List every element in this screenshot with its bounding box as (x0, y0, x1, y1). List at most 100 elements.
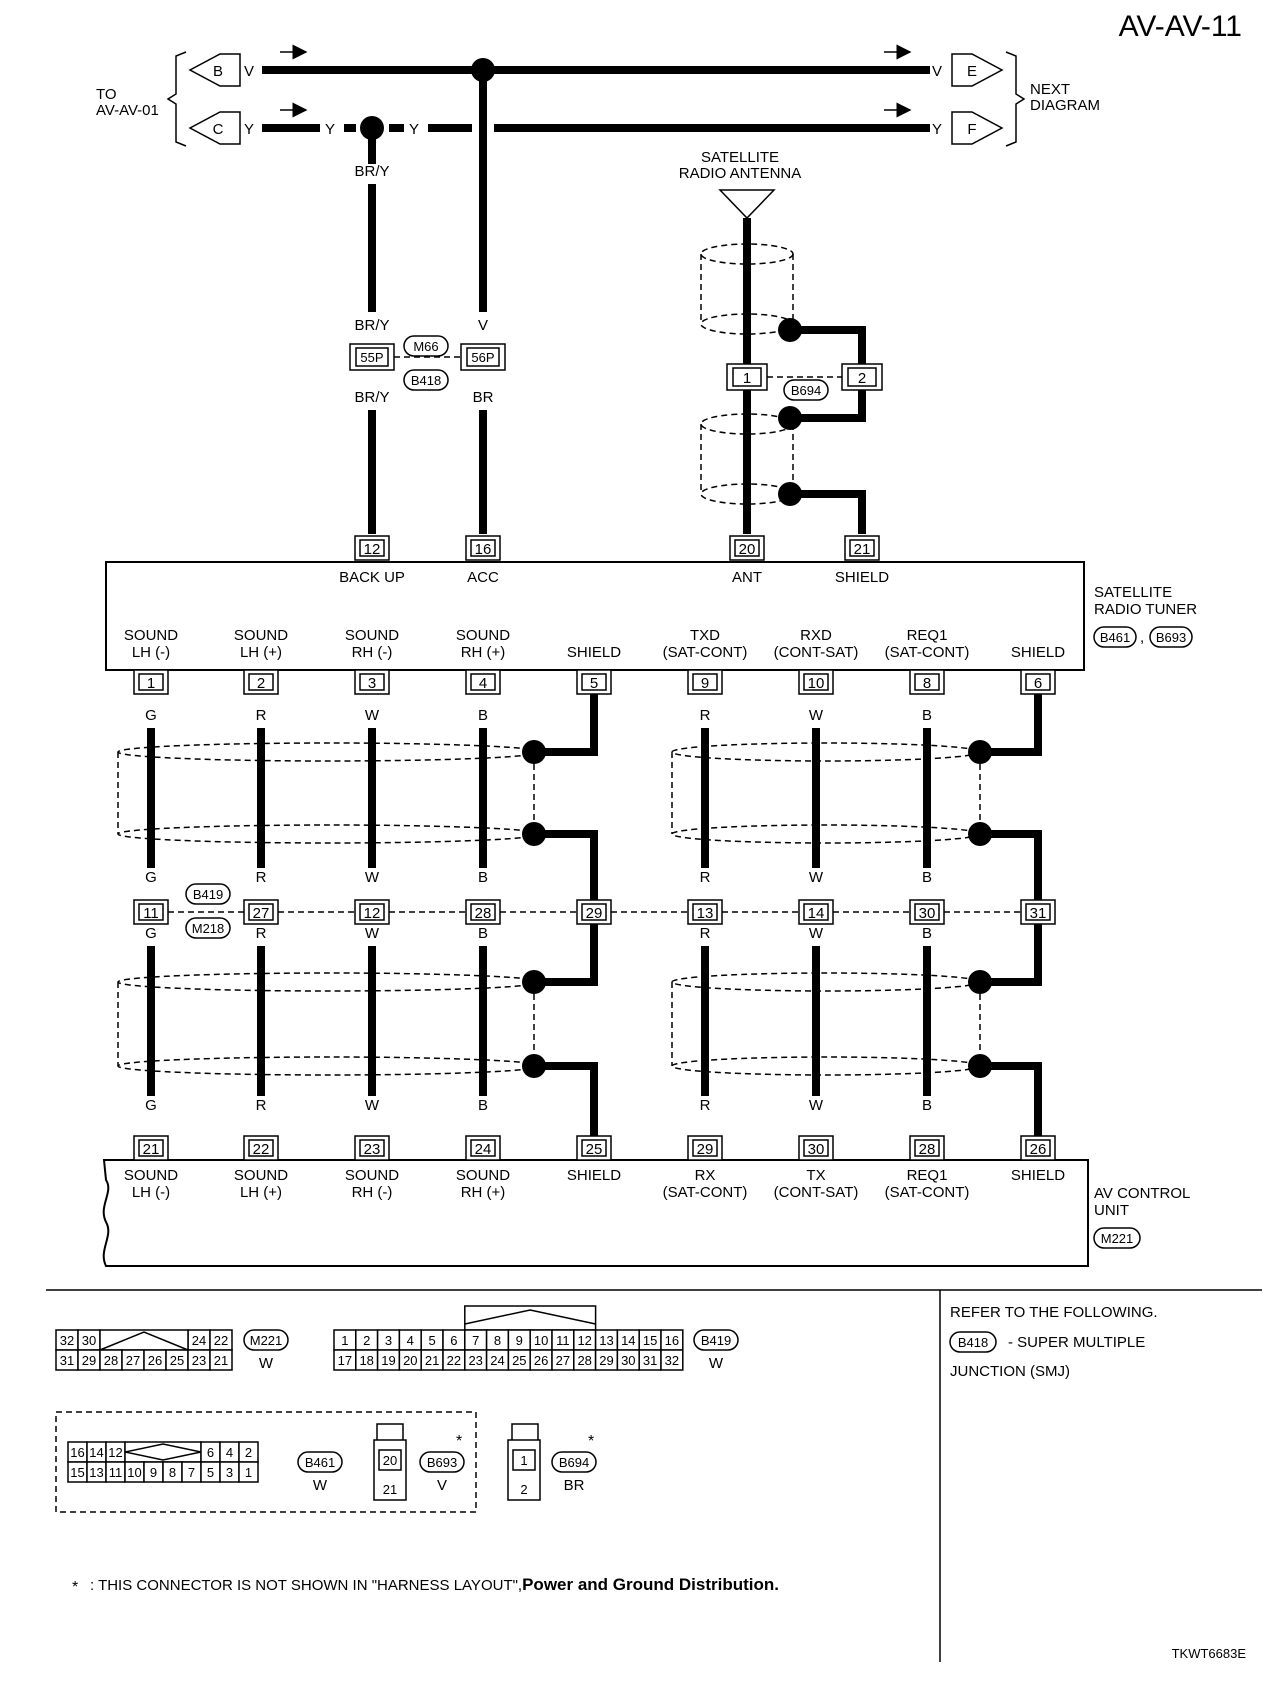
refer-note: REFER TO THE FOLLOWING. B418 - SUPER MUL… (949, 1304, 1158, 1380)
svg-text:5: 5 (207, 1465, 214, 1480)
svg-text:M66: M66 (413, 339, 438, 354)
svg-text:3: 3 (226, 1465, 233, 1480)
av-unit-pin-label: (SAT-CONT) (663, 1184, 748, 1201)
wire-color-label: W (809, 869, 824, 886)
svg-text:30: 30 (82, 1333, 96, 1348)
av-unit-pin-30: 30 (798, 1135, 834, 1161)
svg-text:Y: Y (325, 121, 335, 138)
av-unit-pin-23: 23 (354, 1135, 390, 1161)
right-note-line2: DIAGRAM (1030, 97, 1100, 114)
svg-text:B419: B419 (193, 887, 223, 902)
svg-text:10: 10 (534, 1333, 548, 1348)
svg-text:8: 8 (923, 675, 931, 692)
wire-color-label: R (256, 1097, 267, 1114)
svg-text:13: 13 (89, 1465, 103, 1480)
wire-color-label: G (145, 707, 157, 724)
tuner-pin-16: 16 (465, 535, 501, 561)
svg-text:29: 29 (599, 1353, 613, 1368)
svg-text:32: 32 (665, 1353, 679, 1368)
svg-text:13: 13 (599, 1333, 613, 1348)
svg-text:1: 1 (520, 1453, 527, 1468)
wire-color-label: B (922, 869, 932, 886)
connector-id-b418: B418 (403, 369, 449, 391)
wire-color-label: W (365, 869, 380, 886)
svg-text:12: 12 (108, 1445, 122, 1460)
svg-text:5: 5 (590, 675, 598, 692)
tuner-pin-2: 2 (243, 669, 279, 695)
right-note-line1: NEXT (1030, 81, 1070, 98)
svg-text:M221: M221 (250, 1333, 283, 1348)
svg-text:2: 2 (363, 1333, 370, 1348)
svg-text:20: 20 (383, 1453, 397, 1468)
svg-text:C: C (213, 121, 224, 138)
svg-text:Y: Y (932, 121, 942, 138)
svg-text:W: W (313, 1477, 328, 1494)
svg-text:29: 29 (82, 1353, 96, 1368)
svg-text:17: 17 (338, 1353, 352, 1368)
svg-text:21: 21 (214, 1353, 228, 1368)
footnote: * : THIS CONNECTOR IS NOT SHOWN IN "HARN… (72, 1575, 779, 1596)
av-unit-label: AV CONTROL UNIT M221 (1093, 1185, 1190, 1249)
tuner-pin-label: SHIELD (835, 569, 889, 586)
svg-text:20: 20 (739, 541, 756, 558)
svg-text:12: 12 (577, 1333, 591, 1348)
tuner-pin-1: 1 (133, 669, 169, 695)
svg-text:2: 2 (245, 1445, 252, 1460)
mid-connector-pin-27: 27 (243, 899, 279, 925)
svg-text:F: F (967, 121, 976, 138)
svg-text:19: 19 (381, 1353, 395, 1368)
svg-text:*: * (456, 1433, 462, 1450)
tuner-pin-3: 3 (354, 669, 390, 695)
wire-color-label: R (700, 707, 711, 724)
svg-text:26: 26 (1030, 1141, 1047, 1158)
svg-text:4: 4 (479, 675, 487, 692)
svg-text:B418: B418 (958, 1335, 988, 1350)
av-unit-pin-21: 21 (133, 1135, 169, 1161)
svg-text:M218: M218 (192, 921, 225, 936)
svg-text:14: 14 (621, 1333, 635, 1348)
tuner-pin-21: 21 (844, 535, 880, 561)
svg-text:6: 6 (1034, 675, 1042, 692)
av-unit-pin-label: SOUND (234, 1167, 288, 1184)
tuner-pin-8: 8 (909, 669, 945, 695)
svg-text:56P: 56P (471, 350, 494, 365)
svg-text:B693: B693 (1156, 630, 1186, 645)
svg-text:31: 31 (643, 1353, 657, 1368)
svg-text:B693: B693 (427, 1455, 457, 1470)
svg-text:55P: 55P (360, 350, 383, 365)
svg-text:21: 21 (854, 541, 871, 558)
svg-text:14: 14 (808, 905, 825, 922)
svg-text:REFER TO THE FOLLOWING.: REFER TO THE FOLLOWING. (950, 1304, 1158, 1321)
tuner-pin-label: TXD (690, 627, 720, 644)
tuner-pin-label: (SAT-CONT) (885, 644, 970, 661)
svg-text:1: 1 (147, 675, 155, 692)
svg-text:*: * (588, 1433, 594, 1450)
tuner-pin-label: ANT (732, 569, 762, 586)
svg-text:2: 2 (858, 370, 866, 387)
wire-color-label: B (478, 869, 488, 886)
svg-text:B694: B694 (559, 1455, 589, 1470)
mid-connector-pin-31: 31 (1020, 899, 1056, 925)
svg-text:28: 28 (577, 1353, 591, 1368)
svg-text:UNIT: UNIT (1094, 1202, 1129, 1219)
svg-text:9: 9 (701, 675, 709, 692)
wire-color-label: W (809, 925, 824, 942)
svg-text:6: 6 (450, 1333, 457, 1348)
svg-text:BR/Y: BR/Y (354, 389, 389, 406)
av-unit-pin-label: SHIELD (567, 1167, 621, 1184)
offpage-connector-f: F (951, 111, 1004, 145)
svg-text:23: 23 (192, 1353, 206, 1368)
mid-connector-pin-28: 28 (465, 899, 501, 925)
antenna-connector-pin1: 1 (726, 363, 768, 391)
svg-text:B694: B694 (791, 383, 821, 398)
wire-color-label: R (256, 925, 267, 942)
tuner-pin-9: 9 (687, 669, 723, 695)
svg-text:23: 23 (468, 1353, 482, 1368)
tuner-pin-label: LH (+) (240, 644, 282, 661)
svg-text:SATELLITE: SATELLITE (701, 149, 779, 166)
wire-color-label: W (365, 1097, 380, 1114)
av-unit-pin-label: SOUND (345, 1167, 399, 1184)
